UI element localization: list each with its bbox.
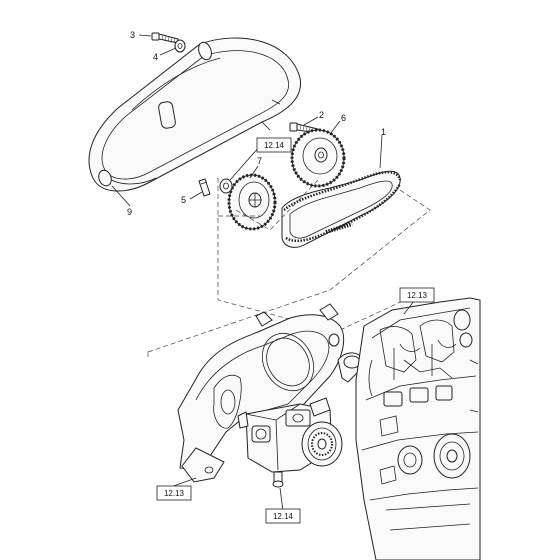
mounting-frame xyxy=(177,303,363,483)
callout-3: 3 xyxy=(130,30,135,40)
ref-box-pump: 12.14 xyxy=(265,508,301,524)
drive-gear xyxy=(227,173,277,231)
callout-9: 9 xyxy=(127,207,132,217)
hub-washer xyxy=(219,178,233,194)
callout-1: 1 xyxy=(381,127,386,137)
toothed-belt xyxy=(281,170,402,248)
assembly-lines xyxy=(147,178,431,360)
ref-box-engine: 12.13 xyxy=(399,287,435,303)
callout-6: 6 xyxy=(341,113,346,123)
cover-washer xyxy=(174,39,186,53)
belt-cover xyxy=(88,37,302,192)
callout-2: 2 xyxy=(319,110,324,120)
callout-7: 7 xyxy=(257,156,262,166)
ref-box-pulley: 12.14 xyxy=(256,137,292,153)
pin xyxy=(198,178,211,197)
ref-label-frame: 12.13 xyxy=(164,489,185,498)
callout-5: 5 xyxy=(181,195,186,205)
driven-gear xyxy=(290,128,346,188)
ref-label-pulley: 12.14 xyxy=(264,141,285,150)
hydraulic-pump xyxy=(237,397,343,488)
engine-block xyxy=(355,297,481,560)
ref-label-pump: 12.14 xyxy=(273,512,294,521)
ref-box-frame: 12.13 xyxy=(156,485,192,501)
ref-label-engine: 12.13 xyxy=(407,291,428,300)
callout-4: 4 xyxy=(153,52,158,62)
cover-bolt xyxy=(151,32,179,44)
